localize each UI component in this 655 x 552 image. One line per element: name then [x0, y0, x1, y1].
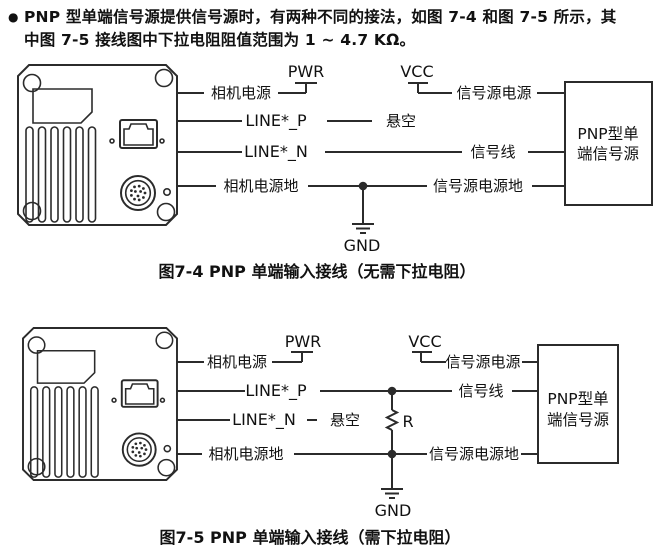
- figure-7-4: 相机电源 PWR LINE*_P 悬空 LINE*_N 信号线 相机电: [17, 62, 653, 281]
- wire-line-p: LINE*_P 信号线: [176, 381, 538, 401]
- vcc-label: VCC: [400, 62, 433, 81]
- box-label-line1: PNP型单: [547, 390, 608, 408]
- source-ground-label: 信号源电源地: [433, 177, 523, 195]
- pwr-label: PWR: [285, 332, 322, 351]
- box-label-line2: 端信号源: [577, 145, 639, 163]
- wire-line-n: LINE*_N 悬空: [176, 410, 360, 430]
- wire-line-p: LINE*_P 悬空: [177, 111, 416, 131]
- intro-paragraph: ● PNP 型单端信号源提供信号源时，有两种不同的接法，如图 7-4 和图 7-…: [0, 0, 655, 52]
- figure-7-5-caption: 图7-5 PNP 单端输入接线（需下拉电阻）: [160, 528, 461, 547]
- line-n-label: LINE*_N: [244, 142, 308, 162]
- signal-source-box: PNP型单 端信号源: [564, 81, 653, 206]
- pulldown-resistor-icon: [384, 391, 400, 454]
- bullet-icon: ●: [8, 10, 19, 24]
- wire-source-power: VCC 信号源电源: [408, 332, 538, 371]
- wire-power-ground: 相机电源地 信号源电源地: [176, 445, 538, 463]
- power-terminal-icon: [408, 82, 428, 93]
- power-terminal-icon: [295, 82, 317, 93]
- intro-line-2: 中图 7-5 接线图中下拉电阻阻值范围为 1 ~ 4.7 KΩ。: [24, 31, 416, 49]
- vcc-label: VCC: [408, 332, 441, 351]
- line-n-label: LINE*_N: [232, 410, 296, 430]
- camera-power-label: 相机电源: [207, 353, 267, 371]
- camera-ground-label: 相机电源地: [223, 177, 298, 195]
- pwr-label: PWR: [288, 62, 325, 81]
- signal-line-label: 信号线: [458, 382, 503, 400]
- camera-icon: [17, 64, 178, 226]
- gnd-label: GND: [344, 236, 381, 255]
- power-terminal-icon: [412, 351, 432, 362]
- line-p-label: LINE*_P: [245, 381, 307, 401]
- signal-line-label: 信号线: [470, 143, 515, 161]
- box-label-line2: 端信号源: [547, 411, 609, 429]
- power-terminal-icon: [291, 351, 313, 362]
- camera-icon: [22, 327, 178, 481]
- figure-7-5: 相机电源 PWR LINE*_P 信号线 LINE*_N 悬空: [22, 327, 619, 547]
- gnd-label: GND: [375, 501, 412, 520]
- floating-label: 悬空: [330, 411, 360, 429]
- camera-ground-label: 相机电源地: [208, 445, 283, 463]
- intro-line-1: PNP 型单端信号源提供信号源时，有两种不同的接法，如图 7-4 和图 7-5 …: [24, 8, 617, 26]
- box-label-line1: PNP型单: [577, 125, 638, 143]
- ground-icon: [381, 454, 403, 499]
- ground-icon: [352, 186, 374, 234]
- wire-camera-power: 相机电源 PWR: [177, 62, 324, 102]
- intro-text: PNP 型单端信号源提供信号源时，有两种不同的接法，如图 7-4 和图 7-5 …: [24, 6, 616, 52]
- figure-7-4-caption: 图7-4 PNP 单端输入接线（无需下拉电阻）: [159, 262, 476, 281]
- signal-source-box: PNP型单 端信号源: [537, 344, 619, 464]
- wire-line-n: LINE*_N 信号线: [177, 142, 565, 162]
- wire-power-ground: 相机电源地 信号源电源地: [177, 177, 565, 195]
- floating-label: 悬空: [386, 112, 416, 130]
- source-power-label: 信号源电源: [456, 84, 531, 102]
- source-power-label: 信号源电源: [445, 353, 520, 371]
- source-ground-label: 信号源电源地: [429, 445, 519, 463]
- resistor-label: R: [402, 412, 413, 431]
- wire-camera-power: 相机电源 PWR: [176, 332, 321, 371]
- camera-power-label: 相机电源: [211, 84, 271, 102]
- wire-source-power: VCC 信号源电源: [400, 62, 565, 102]
- line-p-label: LINE*_P: [245, 111, 307, 131]
- wiring-diagrams: 相机电源 PWR LINE*_P 悬空 LINE*_N 信号线 相机电: [17, 62, 653, 547]
